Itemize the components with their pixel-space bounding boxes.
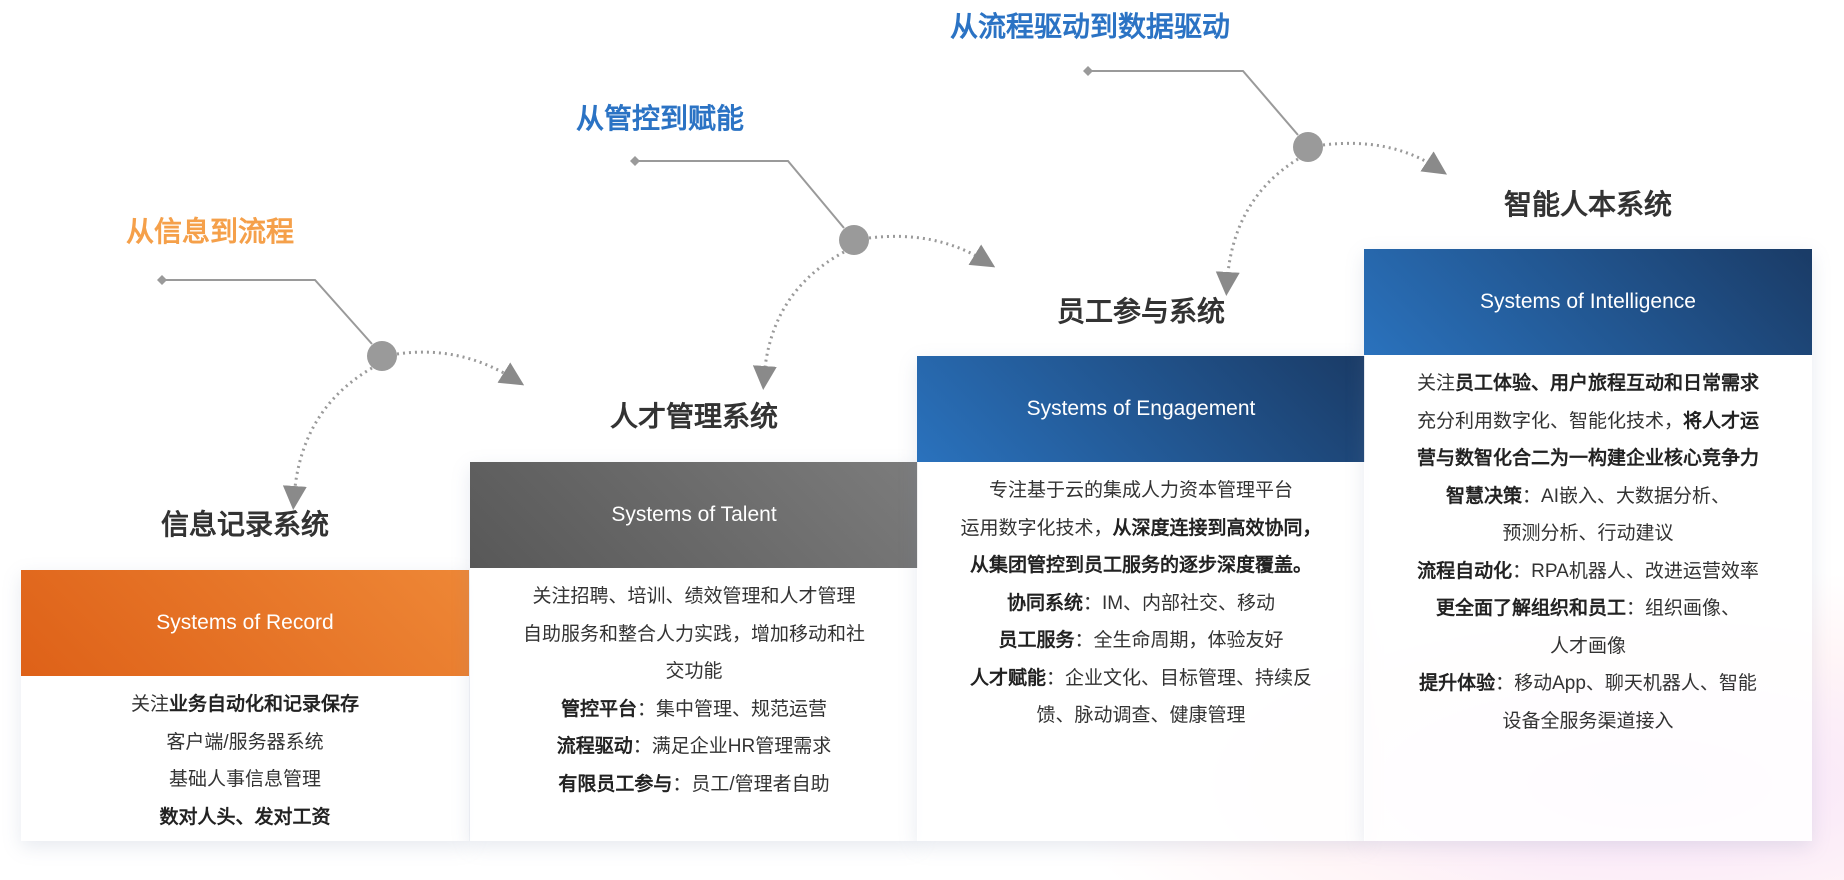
body-line: 更全面了解组织和员工：组织画像、 — [1364, 590, 1812, 628]
column-header: Systems of Engagement — [917, 356, 1365, 462]
text: 自助服务和整合人力实践，增加移动和社 — [522, 623, 865, 645]
body-line: 流程驱动：满足企业HR管理需求 — [470, 728, 918, 766]
body-line: 关注业务自动化和记录保存 — [21, 686, 469, 724]
text: ：集中管理、规范运营 — [637, 698, 828, 720]
text: ：企业文化、目标管理、持续反 — [1046, 667, 1313, 689]
text: ：RPA机器人、改进运营效率 — [1512, 560, 1759, 582]
bold-text: 营与数智化合二为一构建企业核心竞争力 — [1416, 448, 1759, 469]
node-circle — [1293, 132, 1323, 162]
text: 充分利用数字化、智能化技术， — [1416, 410, 1683, 432]
diamond-icon — [1083, 66, 1093, 76]
bold-text: 有限员工参与 — [558, 773, 673, 795]
body-line: 人才赋能：企业文化、目标管理、持续反 — [917, 660, 1365, 698]
body-line: 有限员工参与：员工/管理者自助 — [470, 766, 918, 804]
diamond-icon — [157, 275, 167, 285]
text: ：全生命周期，体验友好 — [1074, 630, 1284, 651]
bold-text: 业务自动化和记录保存 — [169, 694, 360, 715]
body-line: 自助服务和整合人力实践，增加移动和社 — [470, 616, 918, 654]
text: 关注 — [130, 694, 169, 715]
bold-text: 提升体验 — [1419, 673, 1496, 694]
body-line: 馈、脉动调查、健康管理 — [917, 697, 1365, 735]
text: 设备全服务渠道接入 — [1502, 710, 1674, 732]
bold-text: 更全面了解组织和员工 — [1435, 598, 1626, 619]
node-circle — [367, 341, 397, 371]
column-record: Systems of Record 关注业务自动化和记录保存客户端/服务器系统基… — [21, 570, 469, 841]
phase-label-1: 从信息到流程 — [126, 216, 295, 247]
body-line: 协同系统：IM、内部社交、移动 — [917, 585, 1365, 623]
column-intelligence: Systems of Intelligence 关注员工体验、用户旅程互动和日常… — [1364, 249, 1812, 841]
column-title-record: 信息记录系统 — [160, 509, 329, 540]
column-body: 专注基于云的集成人力资本管理平台运用数字化技术，从深度连接到高效协同， 从集团管控… — [917, 462, 1365, 841]
bold-text: 智慧决策 — [1446, 485, 1523, 507]
column-talent: Systems of Talent 关注招聘、培训、绩效管理和人才管理自助服务和… — [470, 462, 918, 841]
body-line: 营与数智化合二为一构建企业核心竞争力 — [1364, 440, 1812, 478]
bold-text: 管控平台 — [560, 698, 637, 720]
column-engagement: Systems of Engagement 专注基于云的集成人力资本管理平台运用… — [917, 356, 1365, 841]
column-body: 关注业务自动化和记录保存客户端/服务器系统基础人事信息管理数对人头、发对工资 — [21, 676, 469, 841]
node-circle — [839, 225, 869, 255]
text: 预测分析、行动建议 — [1502, 523, 1674, 544]
column-title-intelligence: 智能人本系统 — [1503, 189, 1672, 220]
column-body: 关注员工体验、用户旅程互动和日常需求充分利用数字化、智能化技术，将人才运营与数智… — [1364, 355, 1812, 841]
body-line: 从集团管控到员工服务的逐步深度覆盖。 — [917, 547, 1365, 585]
bold-text: 流程自动化 — [1417, 560, 1513, 582]
column-title-engagement: 员工参与系统 — [1056, 296, 1225, 327]
column-header: Systems of Talent — [470, 462, 918, 568]
connector-1 — [162, 279, 525, 510]
text: 运用数字化技术， — [960, 517, 1113, 539]
bold-text: 员工服务 — [998, 630, 1075, 651]
body-line: 充分利用数字化、智能化技术，将人才运 — [1364, 403, 1812, 441]
bold-text: 人才赋能 — [969, 667, 1046, 689]
column-title-talent: 人才管理系统 — [609, 401, 778, 432]
bold-text: 数对人头、发对工资 — [159, 806, 331, 828]
body-line: 人才画像 — [1364, 628, 1812, 666]
text: 专注基于云的集成人力资本管理平台 — [988, 480, 1293, 501]
text: ：IM、内部社交、移动 — [1082, 592, 1276, 614]
phase-label-3: 从流程驱动到数据驱动 — [950, 11, 1231, 42]
bold-text: 协同系统 — [1006, 592, 1083, 614]
text: ：员工/管理者自助 — [672, 773, 830, 795]
text: 基础人事信息管理 — [168, 769, 321, 790]
text: 馈、脉动调查、健康管理 — [1036, 705, 1246, 726]
body-line: 数对人头、发对工资 — [21, 799, 469, 837]
text: ：AI嵌入、大数据分析、 — [1522, 485, 1730, 507]
bold-text: 将人才运 — [1683, 410, 1760, 432]
body-line: 基础人事信息管理 — [21, 761, 469, 799]
diamond-icon — [630, 156, 640, 166]
text: ：组织画像、 — [1626, 598, 1741, 619]
text: 客户端/服务器系统 — [166, 731, 324, 753]
body-line: 交功能 — [470, 653, 918, 691]
column-header: Systems of Intelligence — [1364, 249, 1812, 355]
body-line: 客户端/服务器系统 — [21, 724, 469, 762]
connector-3 — [1088, 70, 1448, 296]
body-line: 预测分析、行动建议 — [1364, 515, 1812, 553]
body-line: 管控平台：集中管理、规范运营 — [470, 691, 918, 729]
connector-2 — [635, 160, 996, 390]
column-header: Systems of Record — [21, 570, 469, 676]
text: ：移动App、聊天机器人、智能 — [1495, 673, 1757, 694]
bold-text: 员工体验、用户旅程互动和日常需求 — [1455, 373, 1760, 394]
text: 交功能 — [665, 661, 723, 682]
body-line: 运用数字化技术，从深度连接到高效协同， — [917, 510, 1365, 548]
bold-text: 流程驱动 — [556, 736, 633, 757]
text: 关注 — [1416, 373, 1455, 394]
body-line: 智慧决策：AI嵌入、大数据分析、 — [1364, 478, 1812, 516]
phase-label-2: 从管控到赋能 — [576, 103, 745, 134]
body-line: 流程自动化：RPA机器人、改进运营效率 — [1364, 553, 1812, 591]
text: 人才画像 — [1549, 635, 1626, 657]
body-line: 关注招聘、培训、绩效管理和人才管理 — [470, 578, 918, 616]
bold-text: 从深度连接到高效协同， — [1112, 517, 1322, 539]
body-line: 关注员工体验、用户旅程互动和日常需求 — [1364, 365, 1812, 403]
text: ：满足企业HR管理需求 — [632, 736, 832, 757]
body-line: 设备全服务渠道接入 — [1364, 703, 1812, 741]
body-line: 提升体验：移动App、聊天机器人、智能 — [1364, 665, 1812, 703]
body-line: 专注基于云的集成人力资本管理平台 — [917, 472, 1365, 510]
body-line: 员工服务：全生命周期，体验友好 — [917, 622, 1365, 660]
bold-text: 从集团管控到员工服务的逐步深度覆盖。 — [969, 555, 1312, 576]
column-body: 关注招聘、培训、绩效管理和人才管理自助服务和整合人力实践，增加移动和社交功能管控… — [470, 568, 918, 841]
text: 关注招聘、培训、绩效管理和人才管理 — [532, 586, 856, 607]
